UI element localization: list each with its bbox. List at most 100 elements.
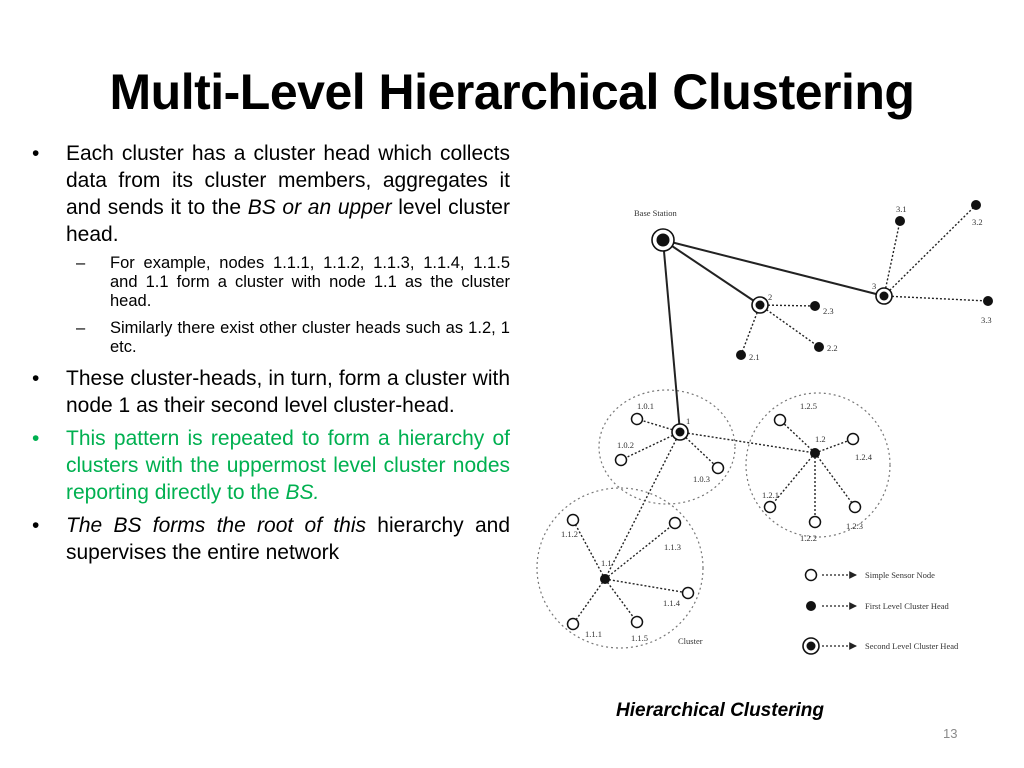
link-3-1	[883, 220, 901, 297]
label-1-2-3: 1.2.3	[846, 521, 863, 531]
link-1-2-4	[814, 438, 854, 454]
label-3: 3	[872, 281, 876, 291]
legend-simple-symbol	[804, 568, 818, 582]
cluster-boundary-1-2	[745, 392, 891, 538]
node-1-1-2	[566, 513, 580, 527]
label-2-3: 2.3	[823, 306, 834, 316]
cluster-boundary-1	[598, 389, 736, 505]
node-1-1-5	[630, 615, 644, 629]
node-1-2-2	[808, 515, 822, 529]
link-1-2-5	[779, 419, 816, 454]
link-1-1-3	[604, 522, 676, 580]
link-2-1	[740, 304, 761, 356]
legend-first-label: First Level Cluster Head	[865, 601, 950, 611]
slide-title: Multi-Level Hierarchical Clustering	[109, 64, 915, 120]
link-1-1-5	[604, 578, 638, 623]
node-2-2	[814, 342, 824, 352]
link-1-2-to-1	[679, 431, 816, 454]
node-2-core	[755, 300, 765, 310]
node-3-core	[879, 291, 889, 301]
bullet-marker: •	[32, 142, 40, 165]
base-station-core	[656, 233, 670, 247]
label-1-2: 1.2	[815, 434, 826, 444]
node-3-2	[971, 200, 981, 210]
label-1-0-2: 1.0.2	[617, 440, 634, 450]
legend-first-level-symbol	[806, 601, 816, 611]
bullet-cluster-head: • Each cluster has a cluster head which …	[30, 140, 510, 248]
link-1-0-2	[620, 431, 681, 461]
link-1-1-to-1	[604, 431, 681, 580]
label-3-3: 3.3	[981, 315, 992, 325]
link-1-0-1	[636, 418, 681, 433]
bullet-text: Each cluster has a cluster head which co…	[66, 142, 510, 219]
subbullet-similar: – Similarly there exist other cluster he…	[76, 319, 510, 357]
label-base-station: Base Station	[634, 208, 677, 218]
link-2-3	[759, 304, 816, 307]
node-2-3	[810, 301, 820, 311]
bullet-root: • The BS forms the root of this hierarch…	[30, 512, 510, 566]
dash-marker: –	[76, 254, 86, 272]
subbullet-example: – For example, nodes 1.1.1, 1.1.2, 1.1.3…	[76, 254, 510, 311]
node-1-0-1	[630, 412, 644, 426]
node-1-1-1	[566, 617, 580, 631]
label-1-2-4: 1.2.4	[855, 452, 873, 462]
label-1-1-1: 1.1.1	[585, 629, 602, 639]
bullet-text: level cluster head.	[66, 196, 510, 246]
node-1-2-4	[846, 432, 860, 446]
legend-simple-label: Simple Sensor Node	[865, 570, 935, 580]
bullet-marker: •	[32, 427, 40, 450]
figure-caption: Hierarchical Clustering	[616, 700, 825, 721]
node-1-1-4	[681, 586, 695, 600]
label-2-1: 2.1	[749, 352, 760, 362]
node-1-2-5	[773, 413, 787, 427]
label-2: 2	[768, 292, 772, 302]
link-1-2-3	[814, 452, 856, 508]
link-1-1-1	[572, 578, 606, 625]
label-1-0-1: 1.0.1	[637, 401, 654, 411]
node-1-0-2	[614, 453, 628, 467]
subbullet-text: For example, nodes 1.1.1, 1.1.2, 1.1.3, …	[110, 254, 510, 310]
legend-second-level-core	[806, 641, 816, 651]
label-2-2: 2.2	[827, 343, 838, 353]
bullet-second-level: • These cluster-heads, in turn, form a c…	[30, 365, 510, 419]
link-1-1-2	[572, 519, 606, 580]
link-bs-1	[662, 239, 681, 433]
label-1-2-2: 1.2.2	[800, 533, 817, 543]
node-3-3	[983, 296, 993, 306]
link-bs-3	[662, 239, 885, 297]
bullet-text: hierarchy and supervises the entire netw…	[66, 514, 511, 564]
link-2-2	[759, 304, 820, 348]
node-1-0-3	[711, 461, 725, 475]
bullet-marker: •	[32, 514, 40, 537]
label-1-1-3: 1.1.3	[664, 542, 681, 552]
link-bs-2	[662, 239, 761, 306]
label-3-2: 3.2	[972, 217, 983, 227]
bullet-text: This pattern is repeated to form a hiera…	[66, 427, 510, 504]
bullet-text-italic: BS or an upper	[247, 196, 392, 219]
bullet-marker: •	[32, 367, 40, 390]
link-3-2	[883, 204, 977, 297]
bullet-pattern: • This pattern is repeated to form a hie…	[30, 425, 510, 506]
node-2-1	[736, 350, 746, 360]
link-1-1-4	[604, 578, 689, 594]
subbullet-text: Similarly there exist other cluster head…	[110, 319, 510, 356]
hierarchical-clustering-diagram: Base Station 3.1 3.2 3 3.3 2 2.3 2.1 2.2…	[536, 200, 993, 655]
page-number: 13	[943, 726, 958, 741]
node-3-1	[895, 216, 905, 226]
node-1-core	[675, 427, 685, 437]
dash-marker: –	[76, 319, 86, 337]
bullet-text: These cluster-heads, in turn, form a clu…	[66, 367, 510, 417]
link-3-3	[883, 295, 989, 302]
label-1-1-2: 1.1.2	[561, 529, 578, 539]
label-3-1: 3.1	[896, 204, 907, 214]
cluster-boundary-1-1	[536, 487, 704, 649]
label-cluster: Cluster	[678, 636, 703, 646]
base-station-ring	[653, 230, 673, 250]
label-1-2-5: 1.2.5	[800, 401, 817, 411]
label-1-1: 1.1	[601, 558, 612, 568]
legend-second-label: Second Level Cluster Head	[865, 641, 959, 651]
bullet-text-italic: BS.	[285, 481, 320, 504]
bullet-text-italic: The BS forms the root of this	[66, 514, 367, 537]
label-1-1-5: 1.1.5	[631, 633, 648, 643]
node-1-2-1	[763, 500, 777, 514]
